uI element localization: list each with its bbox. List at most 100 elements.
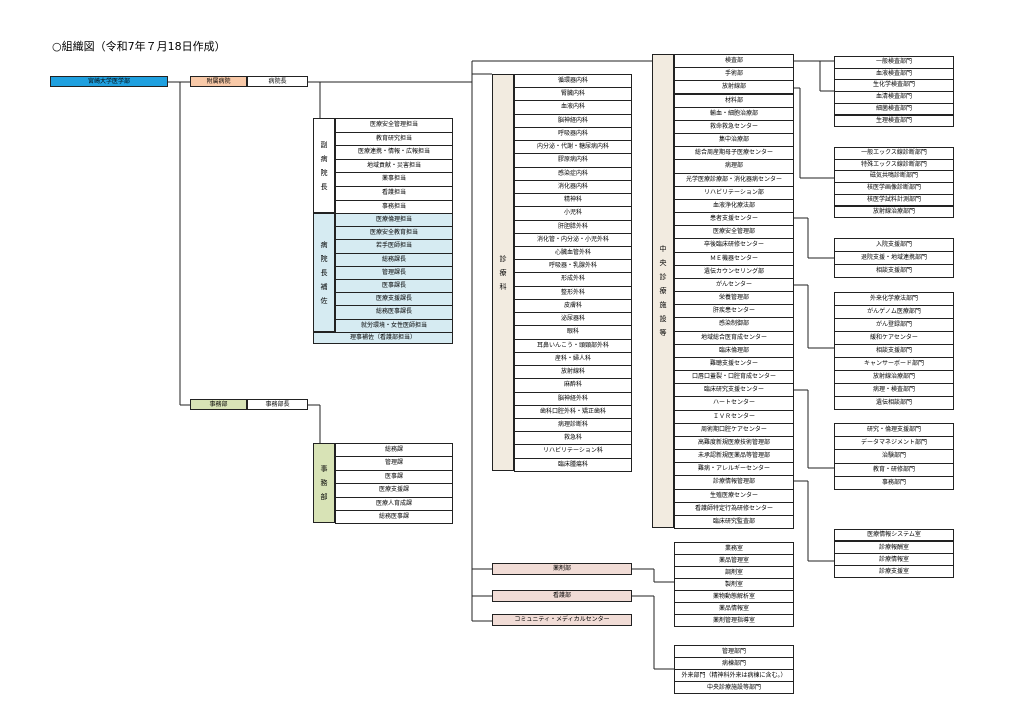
central-item: 診療情報管理部 [674, 475, 794, 490]
central-item: 病理部 [674, 159, 794, 174]
central-item: 臨床研究監査部 [674, 514, 794, 530]
assistant-item: 総務医事課長 [335, 305, 453, 320]
office-section-item: 総務課 [335, 443, 453, 458]
research-division-item: 教育・研修部門 [834, 462, 954, 477]
clinical-item: 産科・婦人科 [514, 351, 632, 367]
central-item: 医療安全管理部 [674, 225, 794, 240]
university-box: 宮崎大学医学部 [50, 76, 168, 87]
office-section-item: 医療支援課 [335, 483, 453, 498]
central-item: 救命救急センター [674, 119, 794, 134]
clinical-item: 脳神経外科 [514, 391, 632, 406]
clinical-item: 呼吸器・乳腺外科 [514, 259, 632, 274]
central-item: 輸血・細胞治療部 [674, 106, 794, 121]
central-item: 放射線部 [674, 80, 794, 95]
office-section-item: 管理課 [335, 456, 453, 471]
central-item: 生殖医療センター [674, 488, 794, 503]
clinical-item: 皮膚科 [514, 298, 632, 314]
clinical-item: 腎臓内科 [514, 87, 632, 102]
cancer-division-item: 外来化学療法部門 [834, 292, 954, 306]
central-item: 検査部 [674, 54, 794, 69]
central-item: 地域総合医育成センター [674, 330, 794, 345]
assistant-item: 医療支援課長 [335, 292, 453, 307]
clinical-item: 臨床腫瘍科 [514, 457, 632, 472]
clinical-item: 消化管・内分泌・小児外科 [514, 232, 632, 247]
clinical-item: 心臓血管外科 [514, 245, 632, 261]
hospital-box: 附属病院 [190, 76, 247, 87]
research-division-item: データマネジメント部門 [834, 436, 954, 451]
central-item: 看護師特定行為研修センター [674, 501, 794, 516]
radiology-division-item: 放射線治療部門 [834, 205, 954, 219]
central-item: 集中治療部 [674, 133, 794, 148]
central-item: 口唇口蓋裂・口腔育成センター [674, 370, 794, 385]
research-division-item: 研究・倫理支援部門 [834, 423, 954, 438]
cancer-division-item: がん登録部門 [834, 318, 954, 332]
clinical-item: 内分泌・代謝・糖尿病内科 [514, 140, 632, 155]
vice-director-item: 医療連携・情報・広報担当 [335, 145, 453, 160]
assistant-item: 若手医師担当 [335, 239, 453, 254]
clinical-item: 形成外科 [514, 272, 632, 287]
central-item: 高難度新規医療技術管理部 [674, 435, 794, 451]
assistant-item: 管理課長 [335, 265, 453, 280]
central-item: 臨床研究支援センター [674, 383, 794, 398]
cancer-division-item: キャンサーボード部門 [834, 357, 954, 371]
central-item: 臨床倫理部 [674, 343, 794, 358]
clinical-item: 泌尿器科 [514, 312, 632, 327]
central-item: 総合周産期母子医療センター [674, 146, 794, 161]
assistant-label: 病院長補佐 [313, 213, 335, 332]
assistant-item: 医事課長 [335, 279, 453, 294]
central-item: 光学医療診療部・消化器病センター [674, 172, 794, 187]
clinical-item: 眼科 [514, 325, 632, 340]
clinical-item: 消化器内科 [514, 179, 632, 195]
medical-info-item: 診療支援室 [834, 565, 954, 578]
clinical-label: 診療科 [492, 74, 514, 471]
assistant-item: 総務課長 [335, 252, 453, 267]
vice-director-item: 事務担当 [335, 199, 453, 215]
cancer-division-item: 病理・検査部門 [834, 383, 954, 397]
central-label: 中央診療施設等 [652, 54, 674, 528]
central-item: 肝疾患センター [674, 304, 794, 319]
clinical-item: 膠原病内科 [514, 153, 632, 168]
clinical-item: 循環器内科 [514, 74, 632, 89]
assistant-footer: 理事補佐（看護部担当） [313, 332, 453, 344]
clinical-item: 肝胆膵外科 [514, 219, 632, 234]
medical-info-header: 医療情報システム室 [834, 529, 954, 541]
central-item: 未承認新規医薬品等管理部 [674, 449, 794, 464]
central-item: ＭＥ機器センター [674, 251, 794, 266]
clinical-item: 整形外科 [514, 285, 632, 300]
pharmacy-item: 薬剤管理指導室 [674, 614, 794, 627]
nursing-box: 看護部 [492, 590, 632, 602]
vice-director-label: 副病院長 [313, 118, 335, 213]
central-item: 患者支援センター [674, 212, 794, 227]
office-head-box: 事務部長 [247, 399, 308, 410]
central-item: 周術期口腔ケアセンター [674, 422, 794, 437]
central-item: 難聴支援センター [674, 356, 794, 372]
clinical-item: 呼吸器内科 [514, 126, 632, 142]
vice-director-item: 医療安全管理担当 [335, 118, 453, 133]
patient-support-division-item: 相談支援部門 [834, 264, 954, 278]
central-item: 遺伝カウンセリング部 [674, 264, 794, 279]
patient-support-division-item: 入院支援部門 [834, 238, 954, 252]
cancer-division-item: 相談支援部門 [834, 344, 954, 358]
vice-director-item: 教育研究担当 [335, 131, 453, 147]
central-item: 材料部 [674, 93, 794, 108]
central-item: 栄養管理部 [674, 291, 794, 306]
clinical-item: 小児科 [514, 206, 632, 221]
central-item: 難病・アレルギーセンター [674, 462, 794, 477]
clinical-item: 感染症内科 [514, 166, 632, 181]
clinical-item: 血液内科 [514, 100, 632, 115]
cancer-division-item: 放射線治療部門 [834, 370, 954, 384]
office-section-item: 医療人育成課 [335, 496, 453, 511]
cancer-division-item: がんゲノム医療部門 [834, 305, 954, 319]
vice-director-item: 地域貢献・災害担当 [335, 158, 453, 174]
clinical-item: 病理診断科 [514, 417, 632, 433]
office-section-item: 医事課 [335, 469, 453, 485]
central-item: ＩＶＲセンター [674, 409, 794, 424]
clinical-item: 放射線科 [514, 365, 632, 380]
central-item: ハートセンター [674, 396, 794, 411]
clinical-item: 歯科口腔外科・矯正歯科 [514, 404, 632, 419]
vice-director-item: 薬事担当 [335, 172, 453, 187]
office-section-label: 事務部 [313, 443, 335, 523]
cancer-division-item: 緩和ケアセンター [834, 331, 954, 345]
clinical-item: 精神科 [514, 193, 632, 208]
